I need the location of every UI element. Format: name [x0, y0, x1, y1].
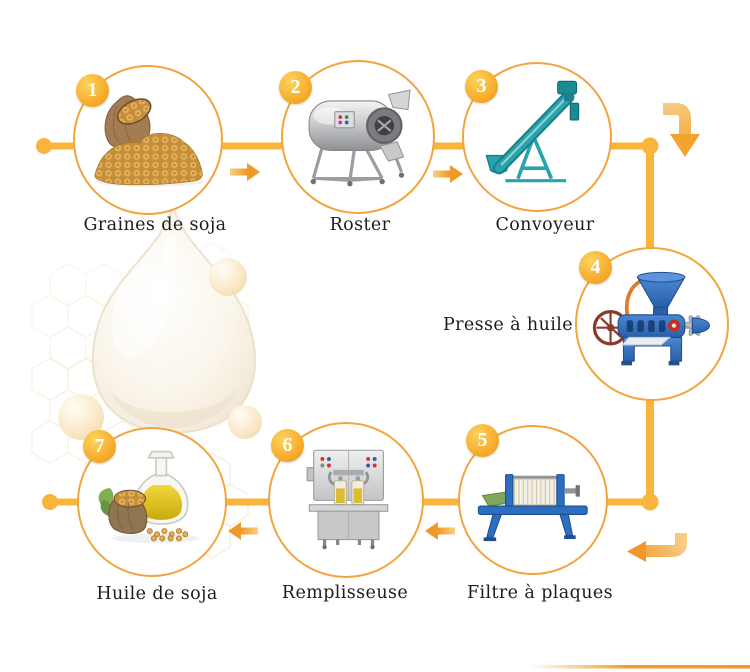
- step-badge-7: 7: [83, 430, 116, 463]
- step-number: 7: [94, 435, 105, 457]
- junction-dots: [36, 137, 659, 511]
- bubble-decor: [58, 258, 262, 440]
- step-label-4: Presse à huile: [442, 315, 574, 335]
- elbow-arrow-down-icon: [663, 103, 700, 157]
- step-number: 6: [282, 434, 293, 456]
- arrow-step5-to-step6-icon: [425, 522, 455, 540]
- step-number: 1: [87, 79, 98, 101]
- oil-drop-image: [91, 202, 257, 434]
- step-circle-5: [458, 425, 608, 575]
- step-circle-4: [575, 247, 729, 401]
- bottle-filling-machine-image: [306, 449, 388, 550]
- arrow-step2-to-step3-icon: [433, 165, 463, 183]
- step-number: 4: [590, 256, 601, 278]
- step-badge-2: 2: [279, 71, 312, 104]
- step-badge-4: 4: [579, 251, 612, 284]
- oil-press-machine-image: [592, 271, 710, 365]
- step-number: 3: [476, 75, 487, 97]
- screw-conveyor-image: [485, 81, 580, 183]
- step-number: 2: [290, 76, 301, 98]
- step-label-7: Huile de soja: [96, 584, 218, 604]
- step-circle-7: [77, 427, 227, 577]
- step-label-5: Filtre à plaques: [466, 583, 614, 603]
- step-circle-2: [281, 60, 435, 214]
- elbow-arrow-left-icon: [627, 533, 687, 562]
- soybean-sack-image: [94, 95, 205, 188]
- soybean-oil-bottle-image: [98, 450, 201, 544]
- step-label-6: Remplisseuse: [281, 583, 409, 603]
- step-label-3: Convoyeur: [495, 215, 595, 235]
- step-badge-1: 1: [76, 74, 109, 107]
- roaster-machine-image: [308, 89, 411, 186]
- step-label-1: Graines de soja: [83, 215, 227, 235]
- step-label-2: Roster: [329, 215, 391, 235]
- arrow-step1-to-step2-icon: [230, 163, 260, 181]
- bottom-accent-bar: [528, 665, 750, 669]
- step-badge-5: 5: [466, 424, 499, 457]
- step-number: 5: [477, 429, 488, 451]
- step-badge-6: 6: [271, 429, 304, 462]
- step-badge-3: 3: [465, 70, 498, 103]
- plate-filter-press-image: [478, 474, 588, 542]
